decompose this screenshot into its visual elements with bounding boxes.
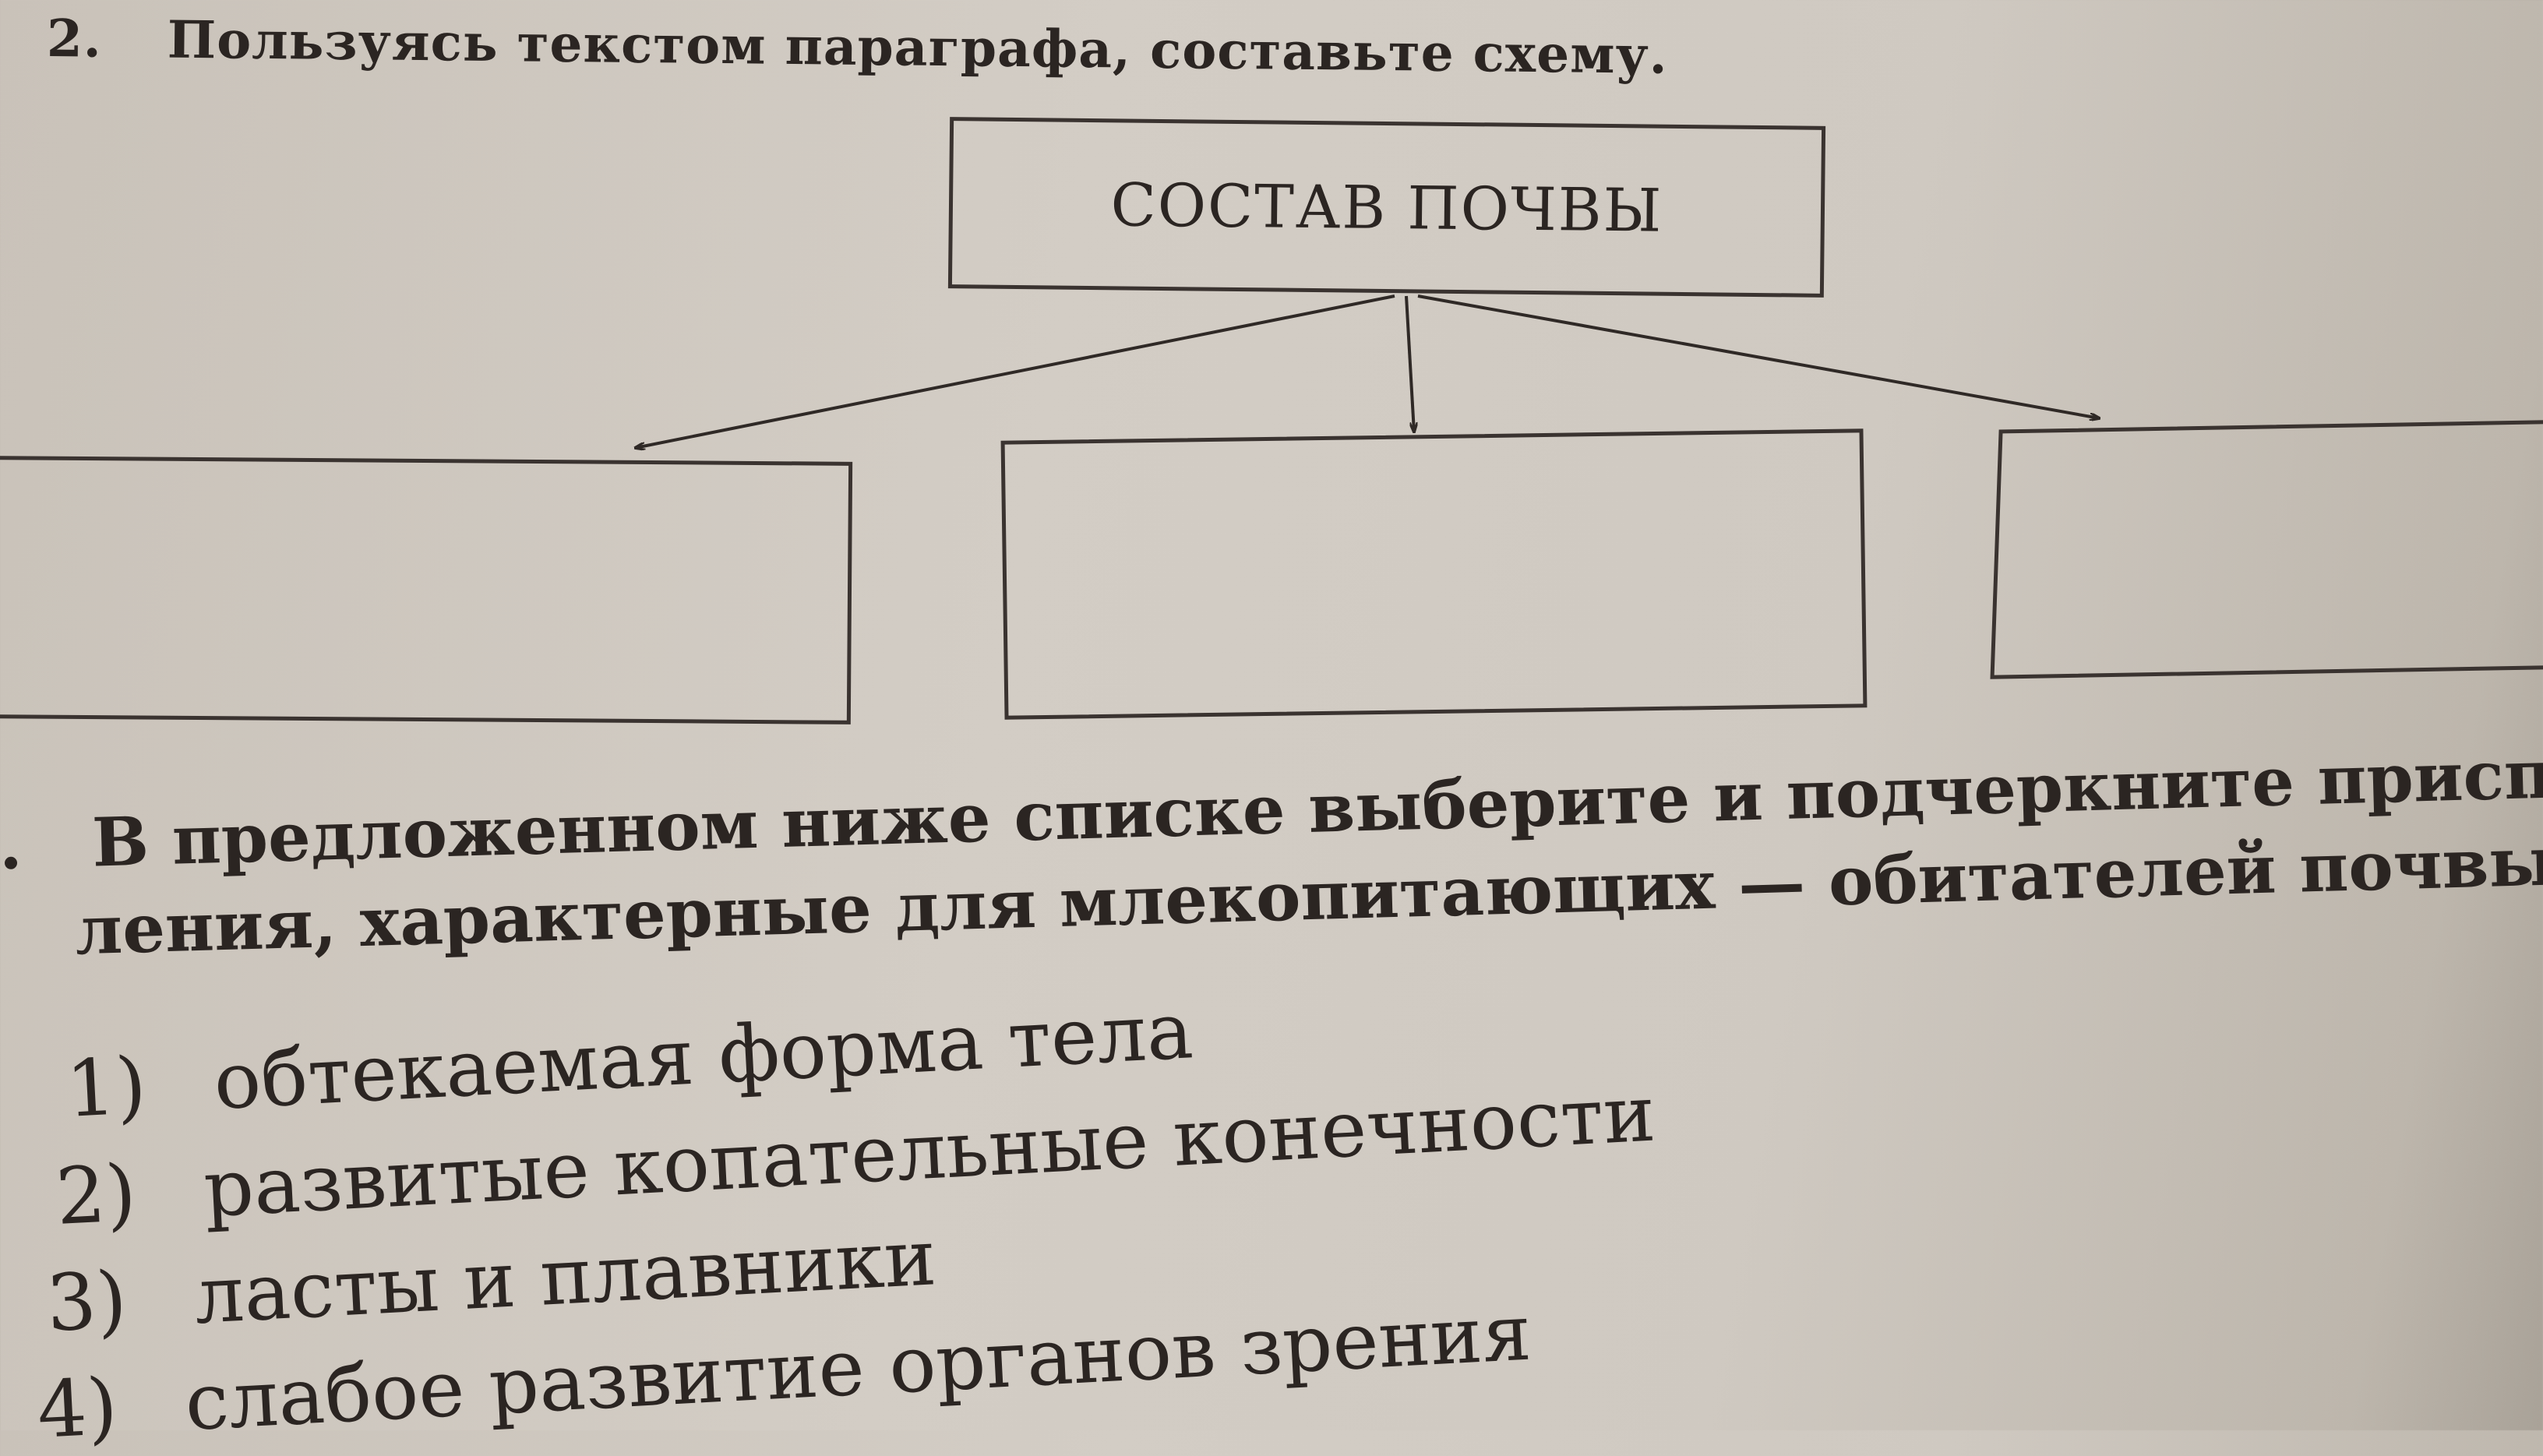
item-number: 1) (63, 1039, 149, 1135)
arrow-middle (1405, 295, 1414, 432)
diagram-blank-box-right[interactable] (1990, 419, 2543, 679)
arrow-right (1417, 294, 2100, 418)
task-3-number: . (0, 806, 23, 886)
item-number: 3) (44, 1253, 129, 1349)
diagram-blank-box-left[interactable] (0, 456, 853, 724)
item-number: 4) (34, 1360, 120, 1456)
item-number: 2) (53, 1147, 139, 1243)
diagram-blank-box-middle[interactable] (1000, 428, 1868, 720)
arrow-left (635, 294, 1395, 448)
